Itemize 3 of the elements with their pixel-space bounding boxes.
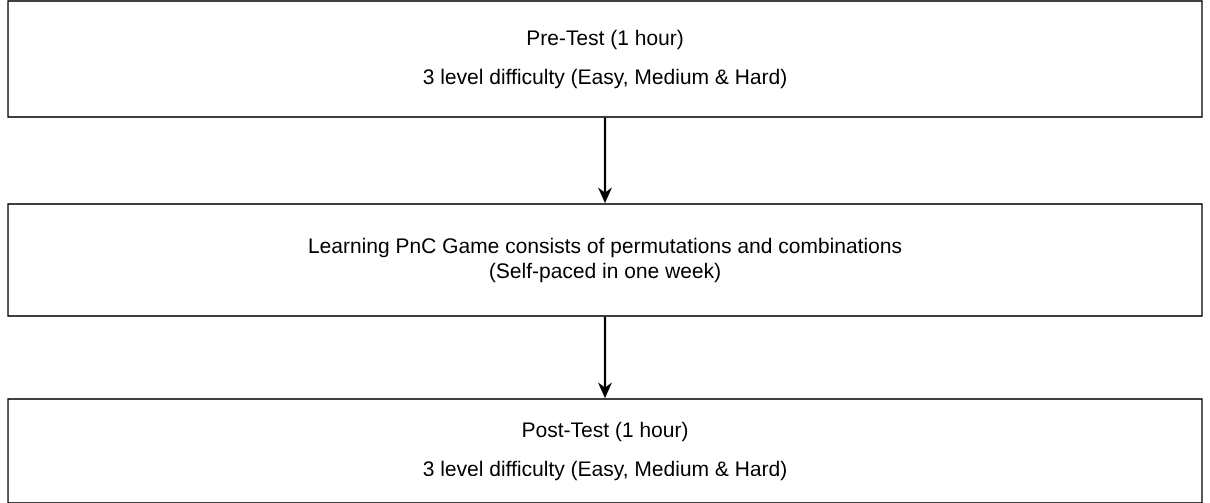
process-box: Pre-Test (1 hour) 3 level difficulty (Easy, Medium & Hard) [7, 0, 1203, 118]
process-box: Post-Test (1 hour) 3 level difficulty (Easy, Medium & Hard) [7, 398, 1203, 503]
process-box: Learning PnC Game consists of permutations and combinations (Self-paced in one week) [7, 203, 1203, 317]
